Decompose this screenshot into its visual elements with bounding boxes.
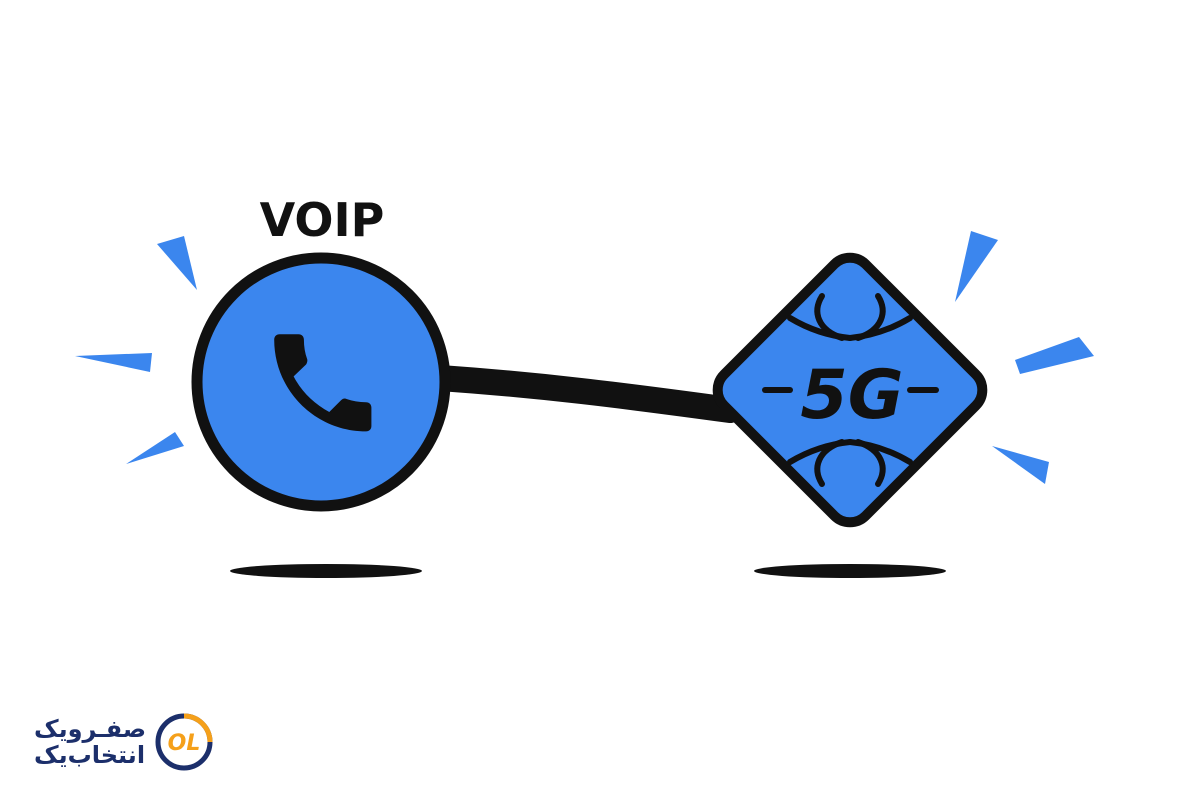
- signal-ray: [1015, 337, 1094, 374]
- 5g-node: [712, 252, 988, 528]
- voip-node: [191, 252, 451, 512]
- brand-logo-text: صفـرویک انتخاب‌یک: [34, 714, 147, 769]
- phone-handset-icon: [274, 334, 372, 432]
- signal-ray: [75, 353, 152, 372]
- signal-ray: [955, 231, 998, 302]
- 5g-chip-lines: [762, 293, 939, 487]
- signal-ray: [992, 446, 1049, 484]
- signal-ray: [157, 236, 197, 290]
- voip-label: VOIP: [260, 193, 385, 247]
- connection-cable: [427, 365, 743, 423]
- voip-shadow: [230, 564, 422, 578]
- brand-name-line2: انتخاب‌یک: [34, 741, 146, 769]
- 5g-label: 5G: [800, 356, 903, 435]
- voip-signal-rays: [75, 236, 197, 464]
- brand-logo: صفـرویک انتخاب‌یک OL: [34, 712, 214, 772]
- signal-ray: [126, 432, 184, 464]
- brand-name-line1: صفـرویک: [34, 714, 147, 743]
- logo-mark: OL: [168, 731, 201, 756]
- 5g-signal-rays: [955, 231, 1094, 484]
- ol-logo-icon: OL: [155, 713, 213, 771]
- 5g-shadow: [754, 564, 946, 578]
